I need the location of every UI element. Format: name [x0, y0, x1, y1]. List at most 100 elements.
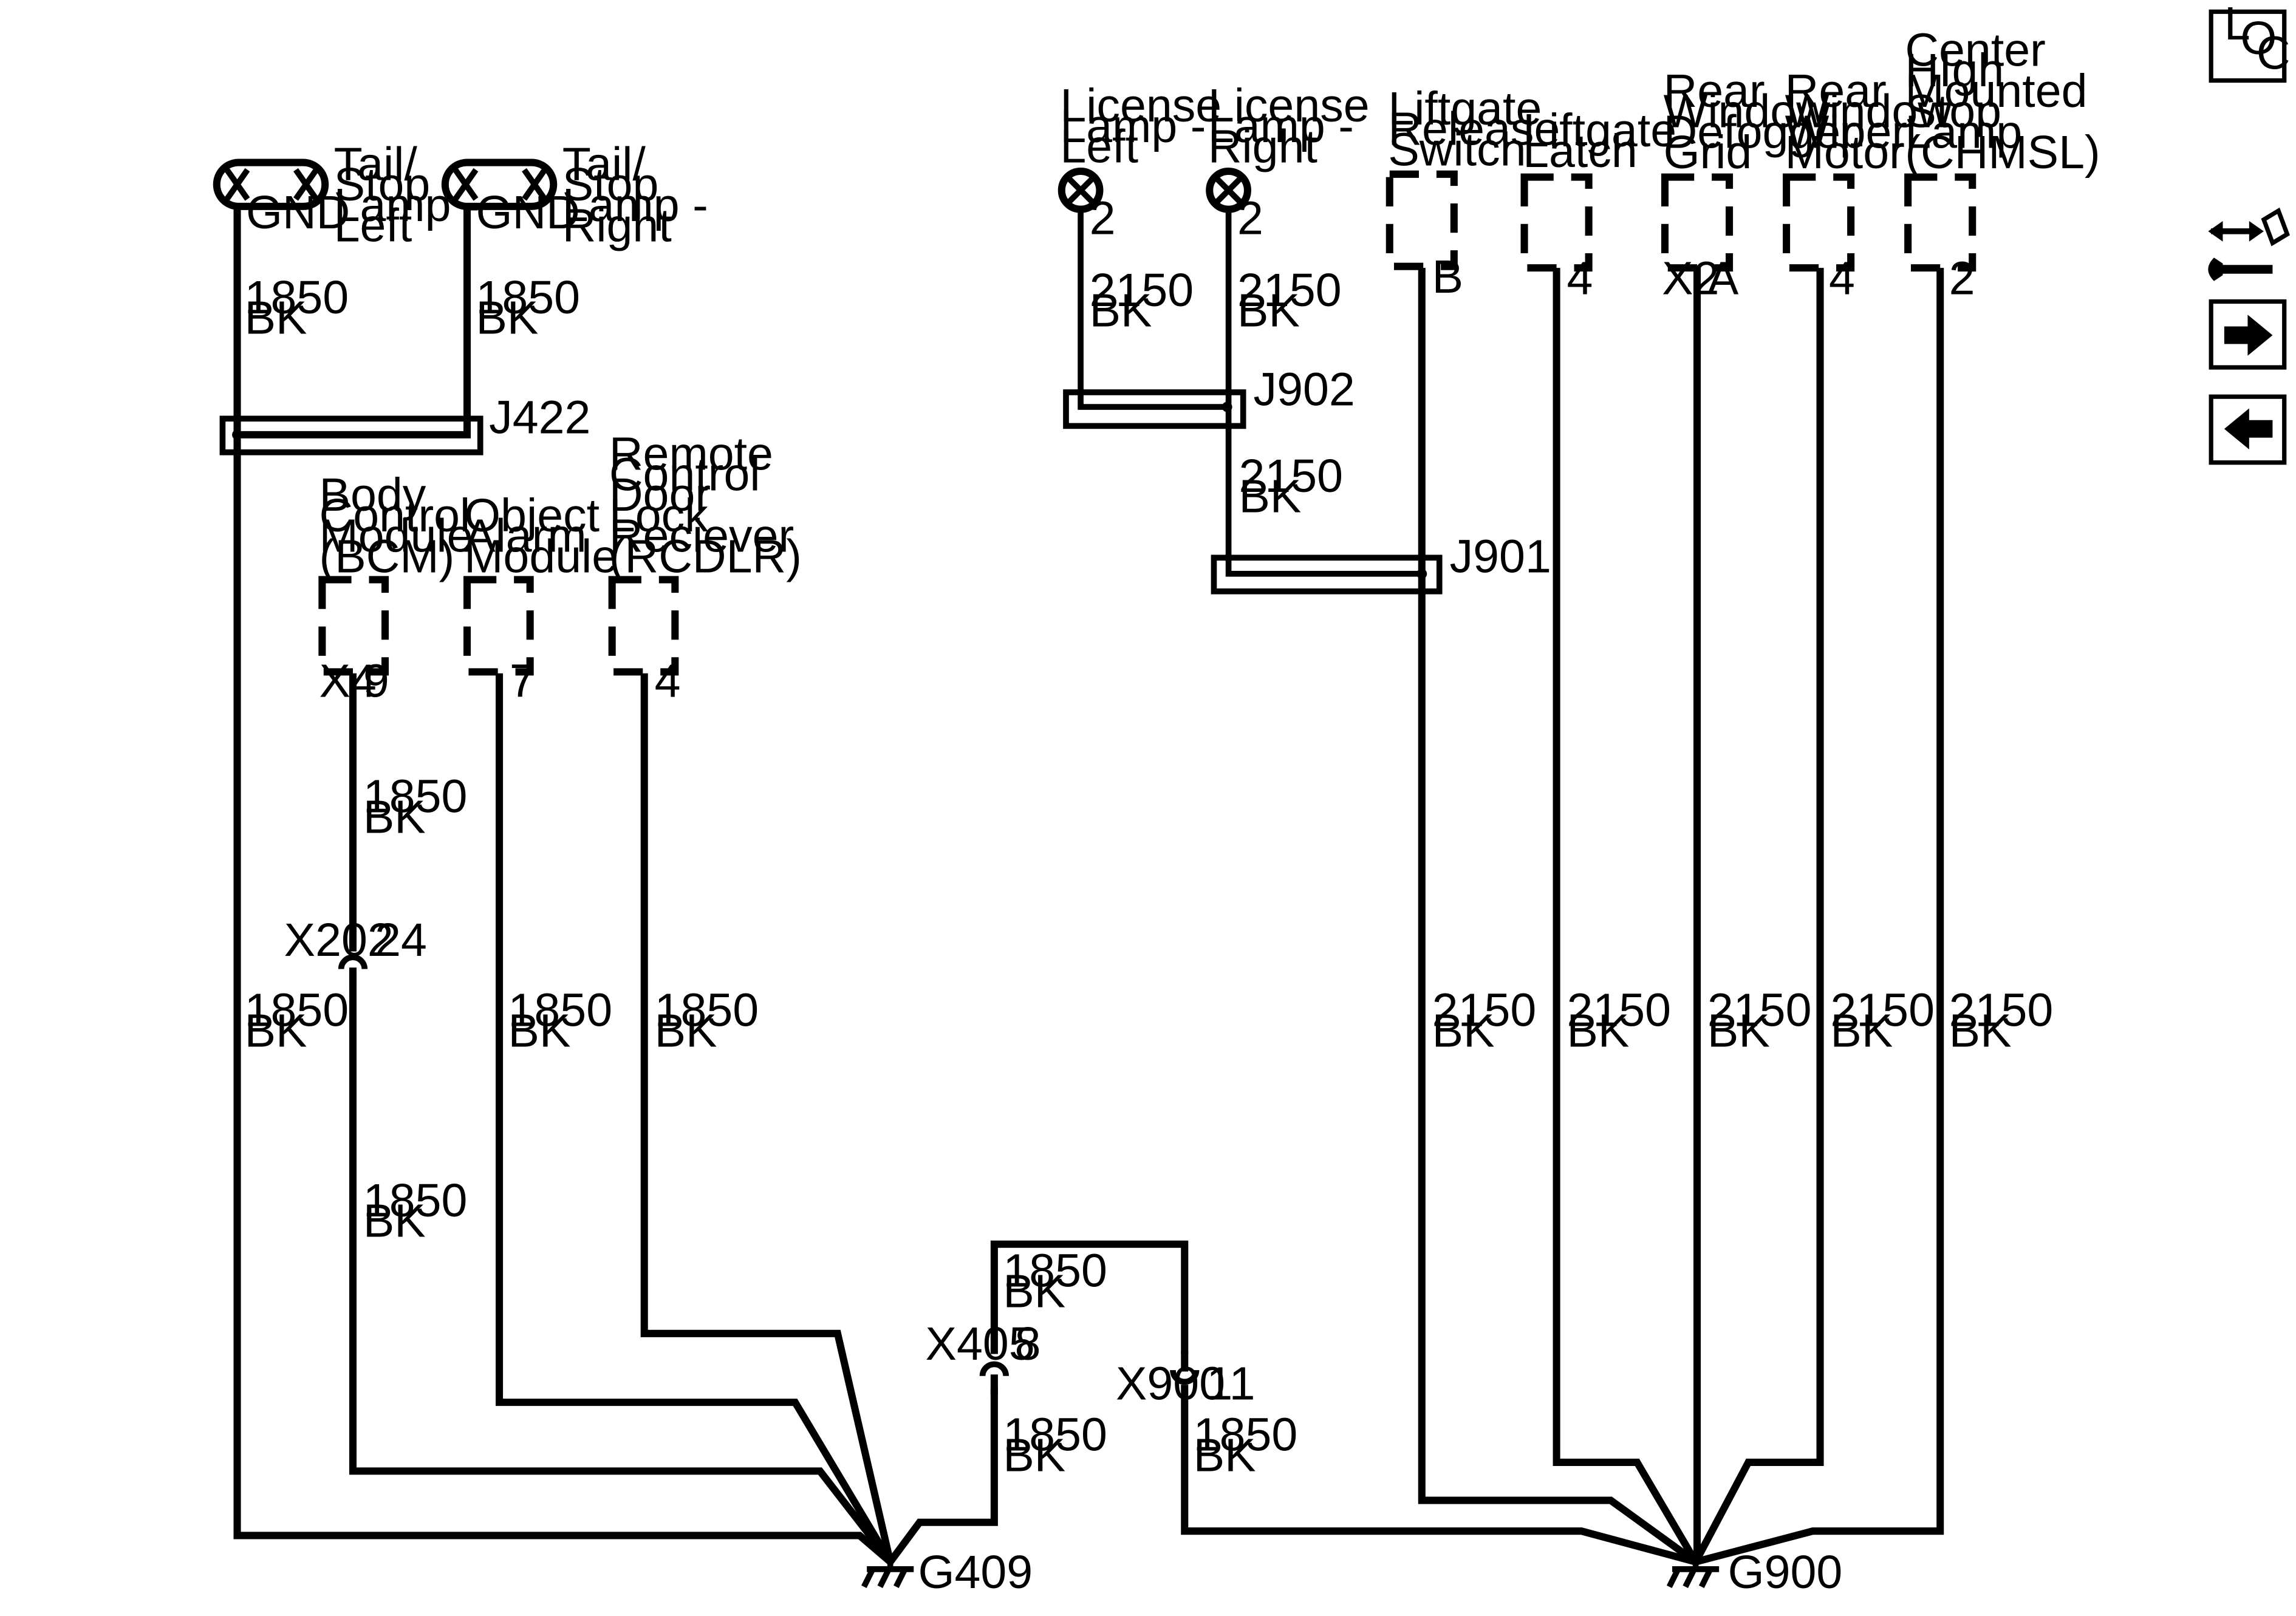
liftgate-release-label-3: Switch: [1388, 123, 1526, 176]
wire-rcdlr: [640, 673, 894, 1563]
tail-left-label-2: Stop: [334, 159, 431, 211]
liftgate-latch-label-2: Latch: [1523, 125, 1638, 177]
wire-gauge-label: 1850: [508, 984, 613, 1037]
wiper-label-2: Window: [1785, 86, 1952, 138]
chmsl-label-6: (CHMSL): [1905, 126, 2100, 179]
wire-gauge-label: 2150: [1707, 984, 1812, 1037]
tail-left-label-1: Tail/: [334, 138, 418, 190]
wiper-label-3: Wiper: [1785, 106, 1907, 158]
tail-right-label-1: Tail/: [562, 138, 646, 190]
inline-connector-x405: X405 8: [926, 1318, 1041, 1396]
loc-letter-o: O: [2240, 12, 2277, 64]
license-lamp-right: License Lamp - Right 2: [1206, 80, 1370, 245]
wire-color-label: BK: [1194, 1429, 1256, 1481]
defogger-label-4: Grid: [1664, 126, 1752, 179]
wire-color-label: BK: [245, 292, 307, 344]
wire-gauge-label: 2150: [1567, 984, 1671, 1037]
splice-j422-label: J422: [489, 391, 590, 443]
wire-x900-g900: [1181, 1383, 1697, 1566]
rear-window-wiper-motor: Rear Window Wiper Motor 4: [1783, 65, 1952, 304]
wire-lic-left: [1078, 209, 1228, 410]
connector-wrench-icon[interactable]: [2208, 207, 2290, 281]
splice-j422: J422: [219, 391, 590, 455]
wire-color-label: BK: [508, 1004, 571, 1057]
x405-pin-label: 8: [1015, 1318, 1041, 1370]
wire-color-label: BK: [1949, 1004, 2012, 1057]
bcm-connector-label: X4: [319, 655, 377, 707]
rcdlr-label-6: (RCDLR): [609, 530, 802, 582]
tail-left-label-4: Left: [334, 200, 412, 252]
lic-right-label-2: Lamp -: [1208, 100, 1354, 152]
liftgate-release-label-2: Release: [1388, 103, 1560, 155]
rcdlr-label-2: Control: [609, 448, 760, 500]
rcdlr-label-3: Door: [609, 469, 711, 521]
liftgate-release-switch: Liftgate Release Switch B: [1385, 83, 1560, 303]
liftgate-latch-label-1: Liftgate: [1523, 104, 1676, 157]
wire-gauge-label: 1850: [245, 271, 349, 324]
g409-label: G409: [918, 1546, 1033, 1598]
wire-gauge-label: 2150: [1830, 984, 1935, 1037]
defogger-label-3: Defogger: [1664, 106, 1856, 158]
liftgate-latch-pin-label: 4: [1567, 252, 1593, 304]
lic-right-label-3: Right: [1208, 121, 1317, 173]
wire-gauge-label: 1850: [1003, 1409, 1107, 1461]
wire-gauge-label: 2150: [1090, 264, 1194, 316]
rcdlr-label-5: Reciever: [609, 510, 794, 562]
g900-label: G900: [1728, 1546, 1843, 1598]
ground-g409: G409: [861, 1546, 1033, 1598]
bcm-label-2: Control: [319, 489, 471, 542]
loc-letter-c: C: [2257, 27, 2291, 79]
wire-color-label: BK: [655, 1004, 717, 1057]
inline-connector-x900: X900 11: [1116, 1351, 1255, 1410]
liftgate-latch: Liftgate Latch 4: [1520, 104, 1676, 304]
wire-lic-right: [1225, 209, 1422, 577]
wire-color-label: BK: [1003, 1429, 1065, 1481]
rcdlr-label-1: Remote: [609, 428, 773, 480]
loc-button[interactable]: L O C: [2209, 0, 2291, 83]
chmsl-label-4: Stop: [1905, 86, 2001, 138]
lic-right-pin-label: 2: [1237, 193, 1263, 245]
alarm-label-3: Module: [464, 530, 618, 582]
wiper-label-4: Motor: [1785, 126, 1905, 179]
wire-color-label: BK: [1432, 1004, 1495, 1057]
wiper-label-1: Rear: [1785, 65, 1887, 117]
wire-tail-left: [233, 206, 893, 1565]
rcdlr-pin-label: 4: [655, 655, 681, 707]
rcdlr-label-4: Lock: [609, 489, 708, 542]
bcm-label-3: Module: [319, 510, 473, 562]
chmsl-lamp: Center HIgh Mounted Stop Lamp (CHMSL) 2: [1904, 24, 2100, 304]
wire-g409-x405: [887, 1387, 998, 1564]
liftgate-release-label-1: Liftgate: [1388, 83, 1542, 135]
chmsl-pin-label: 2: [1949, 252, 1975, 304]
arrow-right-icon[interactable]: [2209, 299, 2287, 370]
wire-gauge-label: 1850: [363, 1174, 468, 1227]
x900-pin-label: 11: [1206, 1357, 1255, 1410]
chmsl-label-5: Lamp: [1905, 106, 2022, 158]
defogger-connector-label: X2: [1662, 252, 1719, 304]
wire-gauge-label: 1850: [1003, 1245, 1107, 1297]
license-lamp-left: License Lamp - Left 2: [1057, 80, 1221, 245]
defogger-pin-label: A: [1707, 252, 1739, 304]
wire-alarm: [496, 673, 893, 1564]
gnd-label: GND: [476, 186, 579, 239]
wire-color-label: BK: [1567, 1004, 1629, 1057]
wire-liftgate-latch: [1553, 268, 1699, 1564]
splice-j902: J902: [1063, 364, 1355, 429]
wire-color-label: BK: [1237, 285, 1300, 337]
alarm-label-1: Object: [464, 489, 600, 542]
x202-pin-label: 24: [375, 914, 427, 966]
lic-left-pin-label: 2: [1090, 193, 1116, 245]
chmsl-label-1: Center: [1905, 24, 2046, 76]
gnd-label: GND: [246, 186, 350, 239]
arrow-left-icon[interactable]: [2209, 394, 2287, 465]
wiper-pin-label: 4: [1829, 252, 1855, 304]
wire-gauge-label: 2150: [1949, 984, 2054, 1037]
rear-window-defogger-grid: Rear Window Defogger Grid X2 A: [1661, 65, 1856, 304]
x202-label: X202: [284, 914, 394, 966]
bcm-module: Body Control Module (BCM) X4 9: [318, 469, 473, 707]
wire-gauge-label: 1850: [363, 771, 468, 823]
wire-gauge-label: 2150: [1237, 264, 1342, 316]
lic-right-label-1: License: [1208, 80, 1370, 132]
tail-right-label-2: Stop: [562, 159, 659, 211]
